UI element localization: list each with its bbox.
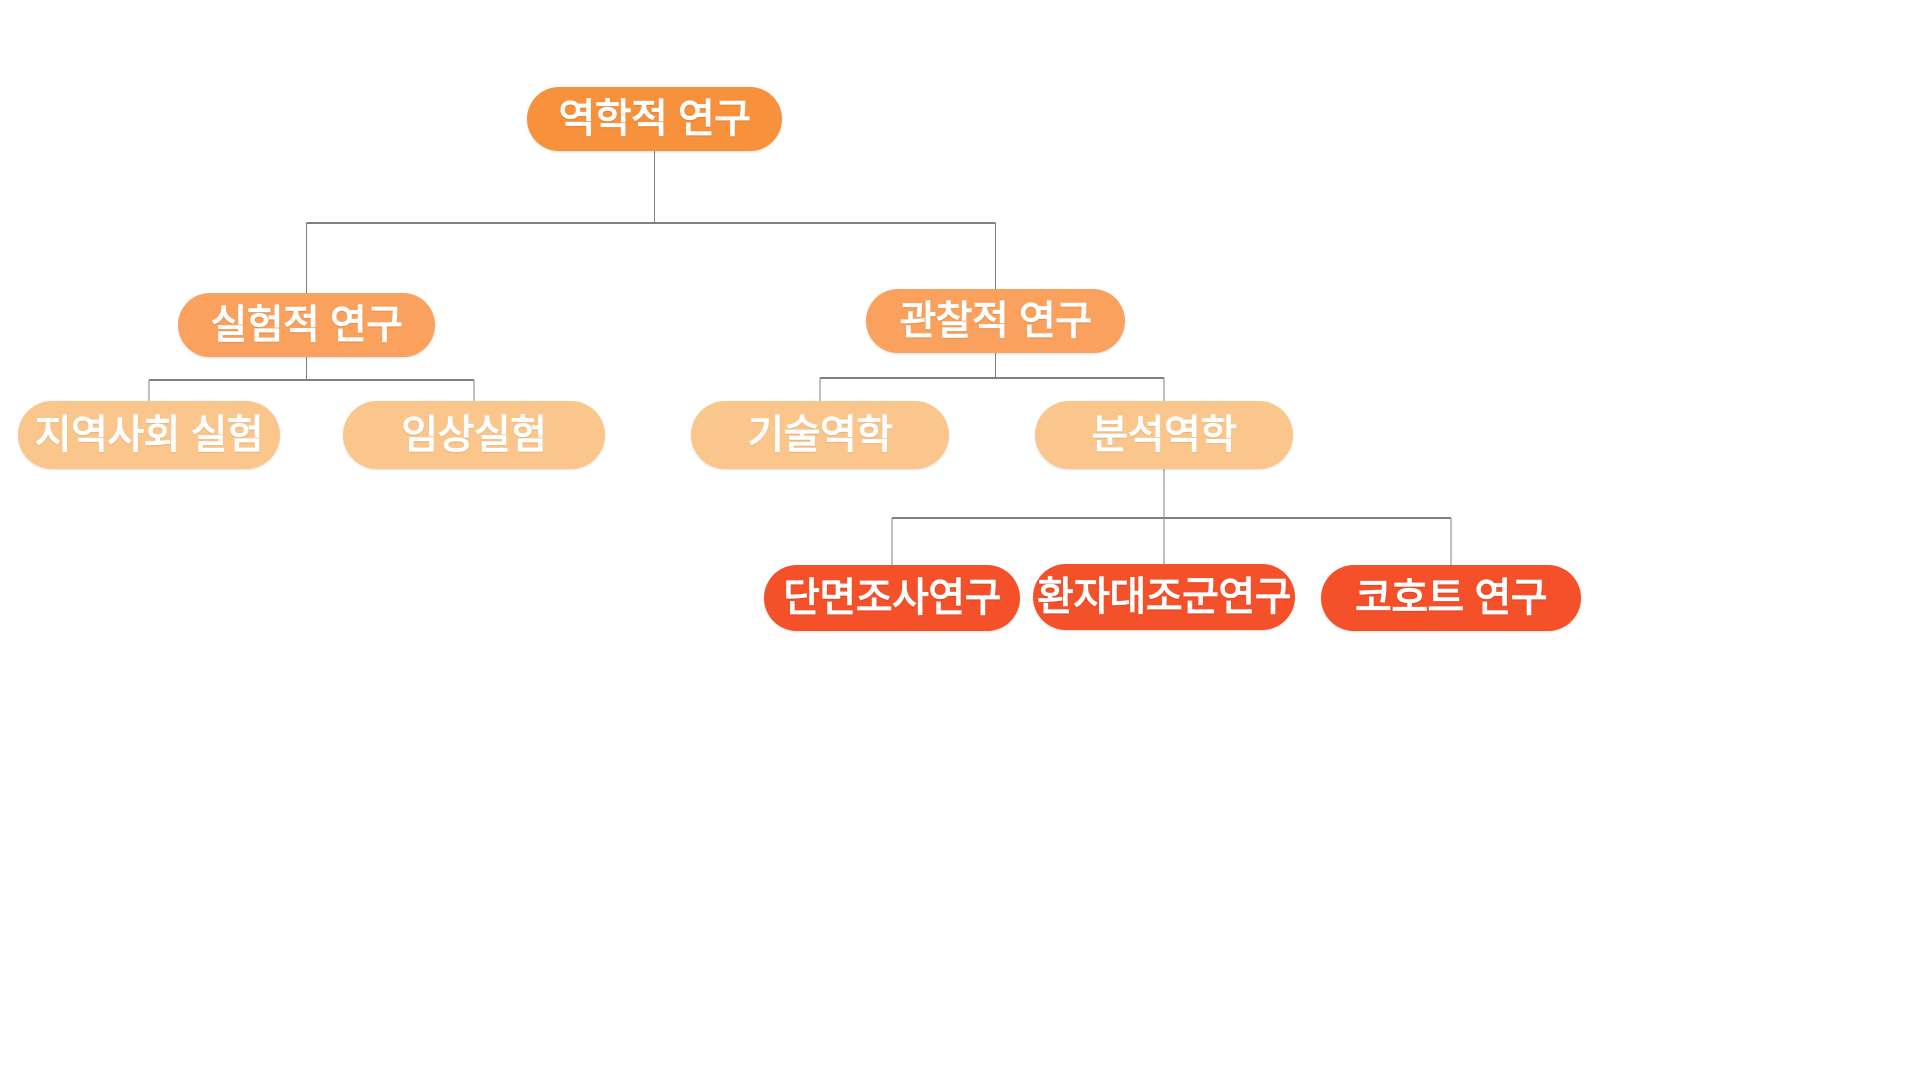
tree-node-community-trial[interactable]: 지역사회 실험	[18, 401, 280, 469]
tree-node-label: 단면조사연구	[783, 576, 1001, 620]
tree-node-descriptive-epidemiology[interactable]: 기술역학	[691, 401, 949, 469]
tree-node-label: 임상실험	[401, 413, 547, 457]
connector-group-analytic-epidemiology	[891, 469, 1452, 565]
tree-node-label: 실험적 연구	[210, 303, 403, 347]
tree-node-experimental[interactable]: 실험적 연구	[178, 293, 435, 357]
tree-node-label: 환자대조군연구	[1036, 575, 1292, 619]
tree-node-label: 코호트 연구	[1354, 576, 1548, 620]
tree-node-label: 기술역학	[747, 413, 893, 457]
connector-group-root	[305, 151, 997, 293]
tree-node-label: 분석역학	[1091, 413, 1237, 457]
connector-group-observational	[819, 353, 1165, 401]
tree-node-case-control-study[interactable]: 환자대조군연구	[1033, 564, 1295, 630]
tree-node-observational[interactable]: 관찰적 연구	[866, 289, 1125, 353]
tree-node-cohort-study[interactable]: 코호트 연구	[1321, 565, 1581, 631]
tree-node-analytic-epidemiology[interactable]: 분석역학	[1035, 401, 1293, 469]
tree-node-root[interactable]: 역학적 연구	[527, 87, 782, 151]
tree-node-label: 지역사회 실험	[34, 413, 264, 457]
tree-node-label: 역학적 연구	[558, 97, 751, 141]
tree-node-label: 관찰적 연구	[899, 299, 1092, 343]
connector-group-experimental	[148, 357, 475, 401]
tree-node-clinical-trial[interactable]: 임상실험	[343, 401, 605, 469]
tree-node-cross-sectional-study[interactable]: 단면조사연구	[764, 565, 1020, 631]
